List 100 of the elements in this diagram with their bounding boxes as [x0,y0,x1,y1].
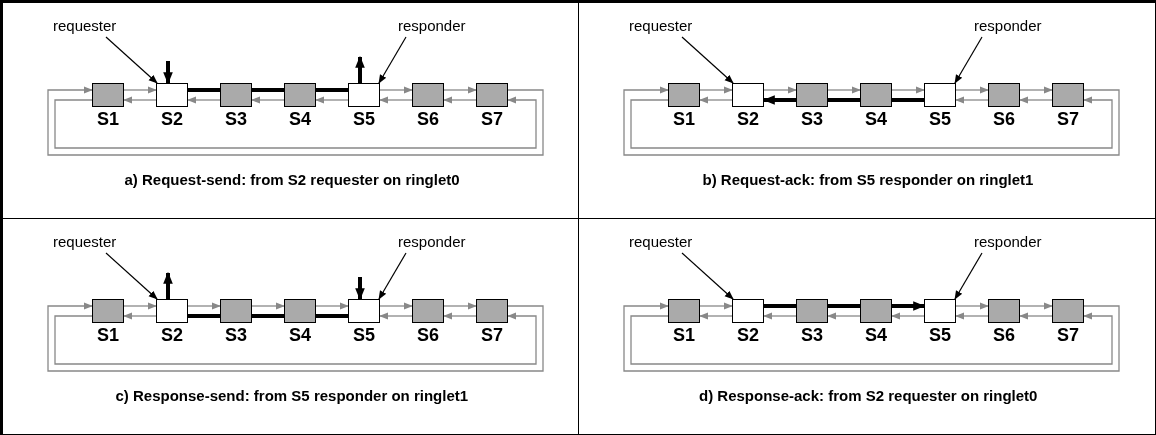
station-label: S6 [993,324,1016,346]
station-label: S4 [865,324,888,346]
arrow [47,301,544,372]
arrow [163,61,173,85]
arrow [187,301,221,310]
station-label: S3 [225,109,248,130]
callout-label: responder [974,17,1042,34]
station-label: S6 [417,324,440,346]
station-label: S7 [481,324,504,346]
panel [578,217,1156,435]
panel [578,0,1156,219]
leader-line [105,251,158,300]
station-label: S2 [737,109,760,130]
station-label: S5 [353,324,376,346]
connector-line [316,313,348,318]
arrow [630,311,1113,365]
arrow [1019,86,1053,94]
arrow [699,86,733,94]
station-label: S3 [225,324,248,346]
station-label: S4 [289,324,312,346]
leader-line [954,36,983,84]
panel-caption: c) Response-send: from S5 responder on ringlet1 [115,386,469,404]
station-label: S7 [1057,109,1080,130]
station-label: S4 [289,109,312,130]
arrow [827,86,861,94]
arrow [699,311,733,320]
arrow [251,96,285,104]
leader-line [378,251,407,300]
station-label: S5 [929,109,952,130]
arrow [379,301,413,310]
panel [0,217,579,435]
callout-label: responder [398,17,466,34]
station-label: S7 [481,109,504,130]
arrow [623,301,1120,372]
arrow [1019,311,1053,320]
connector-line [828,98,860,102]
callout-label: responder [398,232,466,250]
arrow [762,95,796,105]
station-label: S1 [673,109,696,130]
station-label: S7 [1057,324,1080,346]
arrow [251,301,285,310]
connector-line [252,313,284,318]
connector-line [188,88,220,92]
arrow [955,96,989,104]
station-label: S1 [97,109,120,130]
arrow [1019,301,1053,310]
panel-caption: d) Response-ack: from S2 requester on ringlet0 [699,386,1038,404]
station-label: S2 [161,324,184,346]
arrow [355,276,365,300]
station-label: S1 [97,324,120,346]
arrow [355,55,365,83]
station-label: S3 [801,109,824,130]
station-label: S3 [801,324,824,346]
arrow [699,96,733,104]
arrow [763,311,797,320]
arrow [123,86,157,94]
connector-line [764,303,796,308]
callout-label: requester [53,232,117,250]
arrow [123,311,157,320]
arrow [699,301,733,310]
leader-line [378,36,407,84]
station-label: S5 [353,109,376,130]
station-label: S4 [865,109,888,130]
arrow [955,86,989,94]
connector-line [252,88,284,92]
arrow [443,96,477,104]
arrow [123,96,157,104]
arrow [187,96,221,104]
station-label: S6 [993,109,1016,130]
arrow [54,96,537,149]
arrow [163,271,173,299]
connector-line [892,98,924,102]
arrow [892,300,926,311]
station-label: S1 [673,324,696,346]
arrow [955,311,989,320]
leader-line [954,251,983,300]
arrow [443,301,477,310]
station-label: S2 [737,324,760,346]
arrow [623,86,1120,156]
callout-label: requester [53,17,117,34]
panel-caption: b) Request-ack: from S5 responder on ringlet1 [702,171,1034,188]
callout-label: responder [974,232,1042,250]
arrow [123,301,157,310]
arrow [47,86,544,156]
panel [0,0,579,219]
arrow [379,311,413,320]
arrow [827,311,861,320]
panel-caption: a) Request-send: from S2 requester on ringlet0 [124,171,460,188]
leader-line [105,36,158,84]
arrow [1019,96,1053,104]
arrow [443,311,477,320]
station-label: S5 [929,324,952,346]
arrow [379,96,413,104]
station-label: S6 [417,109,440,130]
arrow [315,96,349,104]
arrow [891,311,925,320]
leader-line [681,251,734,300]
callout-label: requester [629,232,693,250]
arrow [630,96,1113,149]
connector-line [188,313,220,318]
